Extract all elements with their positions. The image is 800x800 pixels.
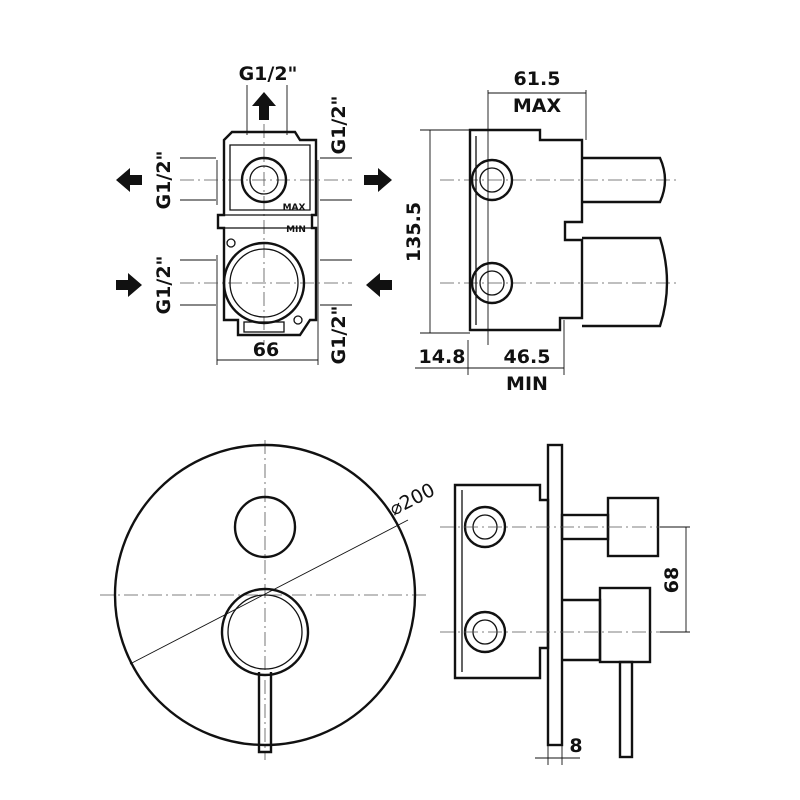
width-dimension: 66 xyxy=(253,339,279,361)
plate-thickness-dimension: 8 xyxy=(569,735,582,757)
outlet-left-label: G1/2" xyxy=(153,151,175,210)
inlet-right-arrow xyxy=(366,273,392,297)
depth-max-value: 61.5 xyxy=(514,68,561,90)
spout-spacing-dimension: 68 xyxy=(661,567,683,593)
depth-max-label: MAX xyxy=(513,95,562,117)
depth-min-label: MIN xyxy=(506,373,548,395)
outlet-left-arrow xyxy=(116,168,142,192)
inlet-top-label: G1/2" xyxy=(239,63,298,85)
assembly-side-view: 68 8 xyxy=(440,443,690,765)
inlet-left-label: G1/2" xyxy=(153,256,175,315)
max-mark: MAX xyxy=(283,203,306,213)
valve-body-front-view: G1/2" G1/2" G1/2" G1/2" G1/2" 66 MAX MIN xyxy=(116,63,392,365)
outlet-right-bottom-label: G1/2" xyxy=(328,306,350,365)
inlet-left-arrow xyxy=(116,273,142,297)
outlet-right-top-label: G1/2" xyxy=(328,96,350,155)
depth-min-value: 46.5 xyxy=(504,346,551,368)
outlet-right-arrow xyxy=(364,168,392,192)
valve-body-side-view: 61.5 MAX 135.5 14.8 46.5 MIN xyxy=(403,68,680,395)
min-mark: MIN xyxy=(286,225,306,235)
trim-plate-front-view: ⌀200 xyxy=(100,440,439,760)
outlet-up-arrow xyxy=(252,92,276,120)
plate-diameter-label: ⌀200 xyxy=(386,479,439,520)
offset-dimension: 14.8 xyxy=(419,346,466,368)
height-dimension: 135.5 xyxy=(403,202,425,262)
